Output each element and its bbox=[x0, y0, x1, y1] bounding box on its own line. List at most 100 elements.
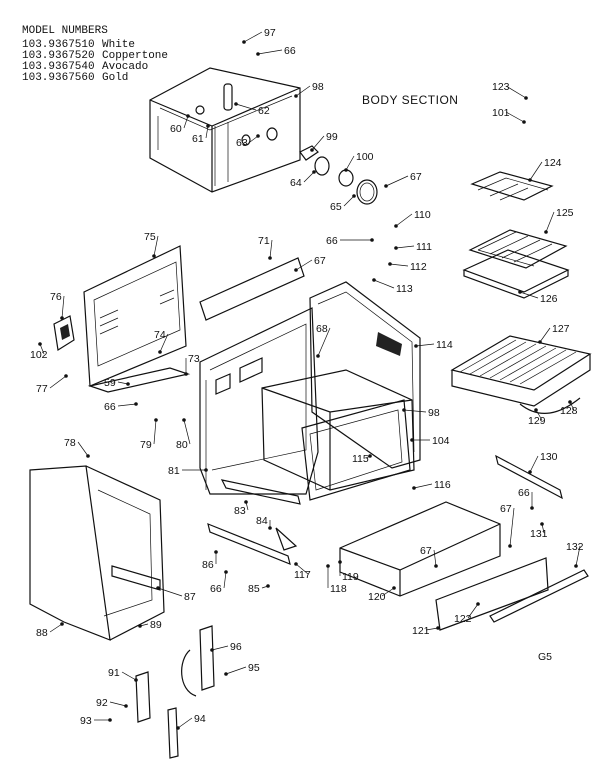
callout-point bbox=[154, 418, 158, 422]
callout-point bbox=[384, 184, 388, 188]
callout-leader bbox=[343, 195, 355, 207]
section-title: BODY SECTION bbox=[362, 93, 458, 107]
callout-point bbox=[294, 268, 298, 272]
part-callout: 95 bbox=[248, 662, 260, 674]
callout-point bbox=[476, 602, 480, 606]
part-callout: 93 bbox=[80, 715, 92, 727]
callout-leader bbox=[529, 455, 539, 473]
part-callout: 102 bbox=[30, 349, 48, 361]
callout-point bbox=[268, 526, 272, 530]
callout-leader bbox=[311, 135, 325, 151]
part-callout: 74 bbox=[154, 329, 166, 341]
model-number: 103.9367560 bbox=[22, 72, 95, 84]
model-number: 103.9367540 bbox=[22, 61, 95, 73]
callout-leader bbox=[223, 571, 227, 589]
callout-leader bbox=[505, 111, 525, 123]
callout-point bbox=[372, 278, 376, 282]
callout-point bbox=[310, 148, 314, 152]
callout-leader bbox=[545, 211, 555, 233]
part-callout: 75 bbox=[144, 231, 156, 243]
callout-point bbox=[544, 230, 548, 234]
drawer-support bbox=[207, 523, 298, 565]
drawer-rail bbox=[495, 454, 563, 500]
part-callout: 124 bbox=[544, 157, 562, 169]
part-callout: 112 bbox=[410, 261, 427, 273]
callout-point bbox=[370, 238, 374, 242]
callout-leader bbox=[183, 419, 191, 445]
part-callout: 76 bbox=[50, 291, 62, 303]
part-callout: 60 bbox=[170, 123, 182, 135]
callout-leader bbox=[389, 263, 409, 267]
part-callout: 79 bbox=[140, 439, 152, 451]
callout-point bbox=[534, 408, 538, 412]
cooktop-box-part bbox=[149, 67, 301, 193]
callout-point bbox=[522, 120, 526, 124]
model-color: Gold bbox=[102, 72, 128, 84]
model-color: Coppertone bbox=[102, 50, 168, 62]
callout-point bbox=[234, 102, 238, 106]
callout-point bbox=[524, 96, 528, 100]
callout-leader bbox=[395, 213, 413, 227]
model-numbers-heading: MODEL NUMBERS bbox=[22, 25, 108, 37]
part-callout: 66 bbox=[518, 487, 530, 499]
callout-point bbox=[434, 564, 438, 568]
part-callout: 67 bbox=[500, 503, 512, 515]
part-callout: 65 bbox=[330, 201, 342, 213]
callout-leader bbox=[153, 419, 157, 445]
callout-point bbox=[530, 506, 534, 510]
callout-leader bbox=[373, 279, 395, 289]
part-callout: 68 bbox=[316, 323, 328, 335]
part-callout: 85 bbox=[248, 583, 260, 595]
callout-point bbox=[326, 564, 330, 568]
callout-point bbox=[206, 124, 210, 128]
callout-point bbox=[344, 168, 348, 172]
callout-leader bbox=[539, 327, 551, 343]
part-callout: 94 bbox=[194, 713, 206, 725]
callout-point bbox=[242, 40, 246, 44]
part-callout: 87 bbox=[184, 591, 196, 603]
part-callout: 115 bbox=[352, 453, 369, 465]
callout-leader bbox=[529, 161, 543, 181]
callout-leader bbox=[519, 291, 539, 299]
callout-point bbox=[64, 374, 68, 378]
callout-leader bbox=[381, 587, 395, 597]
callout-leader bbox=[295, 563, 309, 575]
callout-point bbox=[568, 400, 572, 404]
part-callout: 132 bbox=[566, 541, 584, 553]
callout-point bbox=[134, 402, 138, 406]
callout-point bbox=[574, 564, 578, 568]
storage-drawer bbox=[339, 501, 589, 631]
part-callout: 111 bbox=[416, 241, 432, 253]
part-callout: 83 bbox=[234, 505, 246, 517]
part-callout: 59 bbox=[104, 377, 116, 389]
part-callout: 128 bbox=[560, 405, 578, 417]
part-callout: 127 bbox=[552, 323, 570, 335]
part-callout: 86 bbox=[202, 559, 214, 571]
part-callout: 98 bbox=[312, 81, 324, 93]
lower-hardware bbox=[135, 625, 215, 759]
callout-leader bbox=[49, 375, 67, 389]
part-callout: 91 bbox=[108, 667, 120, 679]
callout-leader bbox=[235, 103, 257, 111]
callout-leader bbox=[295, 85, 311, 97]
part-callout: 71 bbox=[258, 235, 270, 247]
part-callout: 101 bbox=[492, 107, 510, 119]
callout-leader bbox=[117, 403, 137, 407]
part-callout: 77 bbox=[36, 383, 48, 395]
callout-leader bbox=[269, 239, 273, 259]
callout-point bbox=[224, 672, 228, 676]
callout-point bbox=[244, 500, 248, 504]
callout-point bbox=[294, 94, 298, 98]
part-callout: 116 bbox=[434, 479, 451, 491]
part-callout: 92 bbox=[96, 697, 108, 709]
callout-point bbox=[60, 316, 64, 320]
callout-point bbox=[368, 454, 372, 458]
callout-point bbox=[338, 560, 342, 564]
callout-point bbox=[266, 584, 270, 588]
callout-leader bbox=[433, 549, 437, 567]
part-callout: 123 bbox=[492, 81, 510, 93]
callout-point bbox=[176, 726, 180, 730]
oven-liner bbox=[261, 369, 415, 501]
